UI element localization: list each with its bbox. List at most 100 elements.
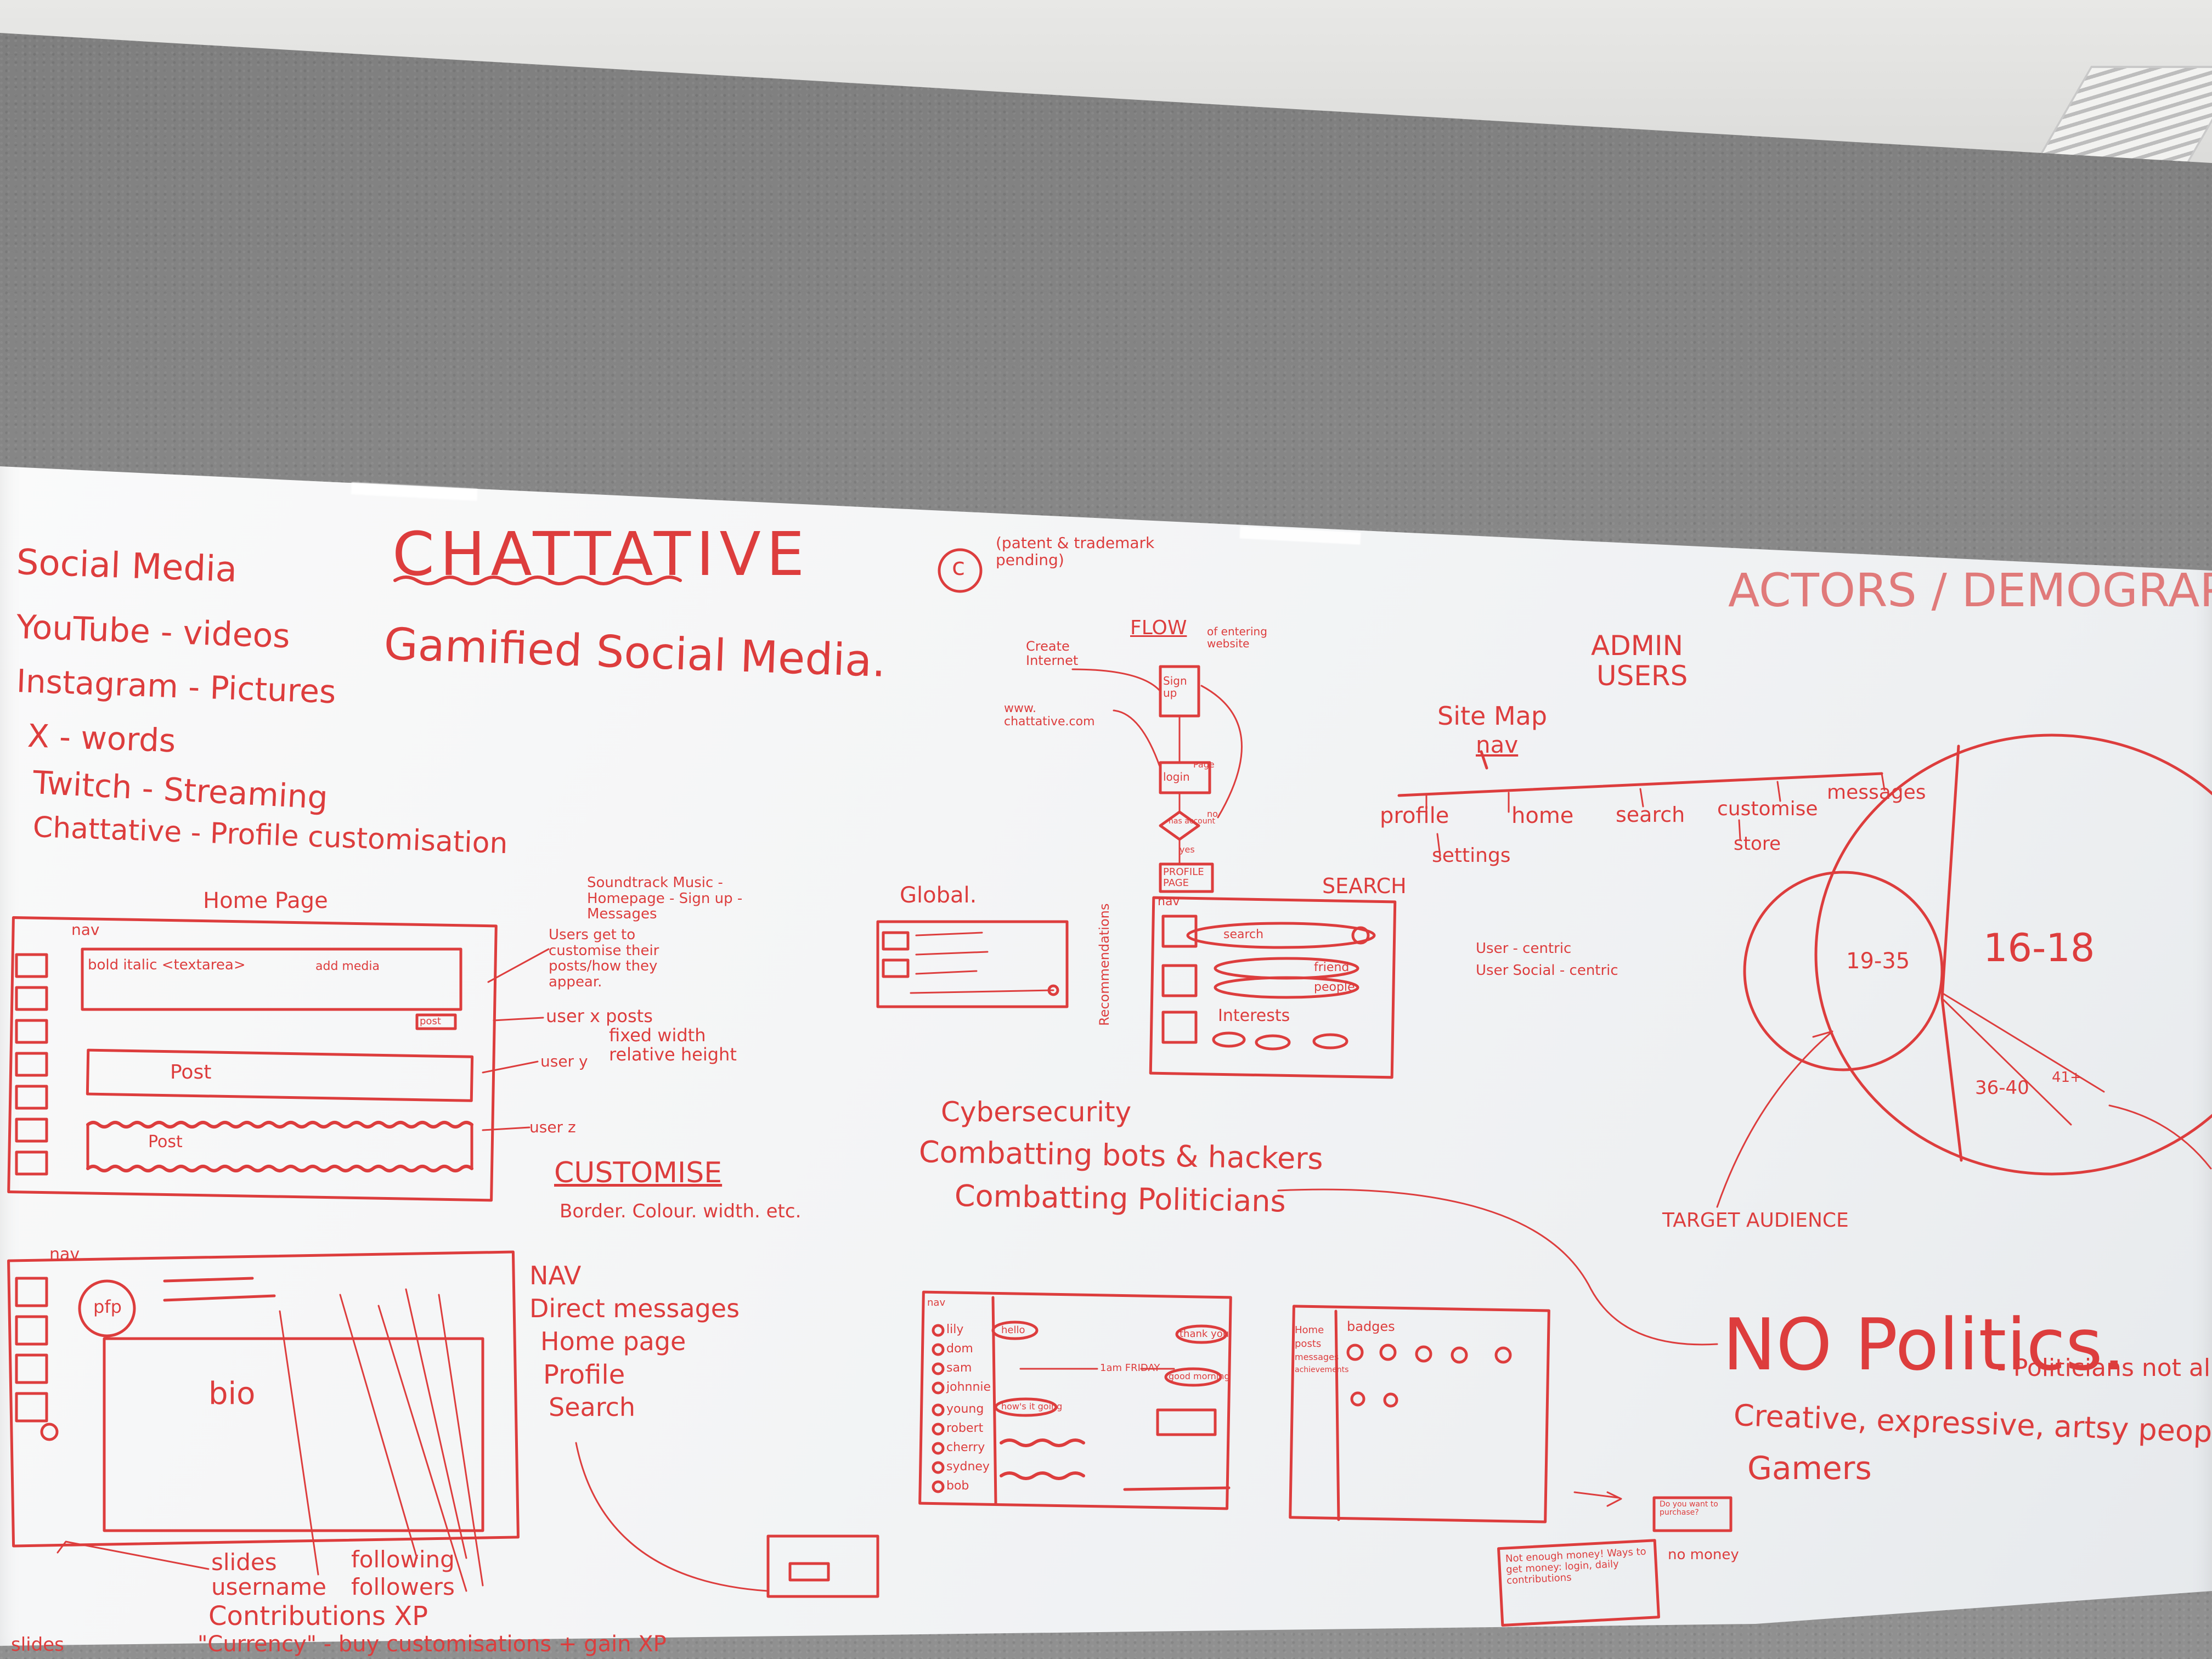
contact-name: sam [946, 1361, 972, 1375]
post-button-label: post [420, 1015, 441, 1027]
admin-label: ADMIN [1591, 630, 1683, 662]
search-nav-label: nav [1158, 895, 1180, 909]
nav-list-heading: NAV [529, 1261, 582, 1290]
contact-name: sydney [946, 1460, 990, 1474]
flow-create-internet: Create Internet [1026, 639, 1079, 669]
message-bubble: thank you [1180, 1328, 1229, 1340]
contact-name: robert [946, 1421, 984, 1435]
flow-yes: yes [1180, 844, 1195, 855]
badges-menu-item: achievements [1295, 1365, 1349, 1374]
no-money-note: no money [1668, 1547, 1739, 1563]
profile-nav-label: nav [49, 1245, 80, 1264]
search-box-label: search [1223, 928, 1264, 941]
politicians-note: - Politicians not all [1997, 1354, 2212, 1382]
sitemap-item: messages [1827, 781, 1926, 804]
customise-posts-note: Users get to customise their posts/how t… [549, 927, 659, 990]
post-label: Post [148, 1132, 183, 1152]
nav-list-item: Home page [540, 1327, 686, 1356]
badges-menu-item: posts [1295, 1338, 1322, 1350]
audience-segment: 36-40 [1975, 1077, 2029, 1099]
sitemap-nav: nav [1476, 731, 1519, 758]
currency-label: "Currency" - buy customisations + gain X… [198, 1632, 667, 1657]
nav-list-item: Profile [543, 1359, 625, 1390]
post-label: Post [170, 1061, 212, 1084]
editor-toolbar-text: bold italic <textarea> [88, 957, 246, 973]
sidebar-boxes [15, 953, 48, 1176]
audience-segment: 41+ [2052, 1069, 2082, 1086]
cybersecurity-line: Combatting Politicians [954, 1178, 1286, 1219]
slides-label: slides [211, 1549, 277, 1576]
global-label: Global. [900, 883, 977, 908]
nav-list-item: Direct messages [529, 1294, 740, 1323]
sitemap-item: customise [1717, 798, 1818, 820]
messages-nav-label: nav [927, 1297, 946, 1308]
trademark-note: (patent & trademark pending) [996, 534, 1155, 569]
interests-label: Interests [1218, 1006, 1290, 1025]
flow-sign-up: Sign up [1163, 674, 1187, 699]
user-social-note: User Social - centric [1476, 962, 1618, 979]
contact-name: young [946, 1402, 984, 1416]
purchase-prompt: Do you want to purchase? [1660, 1500, 1718, 1517]
user-y-note: user y [540, 1052, 588, 1070]
flow-no: no [1207, 809, 1218, 819]
soundtrack-note: Soundtrack Music - Homepage - Sign up - … [587, 874, 743, 923]
contact-name: johnnie [946, 1380, 991, 1394]
badges-menu-item: messages [1295, 1352, 1339, 1362]
brand-title: CHATTATIVE [392, 519, 810, 589]
user-centric-note: User - centric [1476, 940, 1572, 957]
platform-line: X - words [26, 717, 177, 760]
flow-profile-page: PROFILE PAGE [1163, 866, 1204, 889]
cybersecurity-heading: Cybersecurity [941, 1096, 1132, 1128]
pfp-label: pfp [93, 1296, 122, 1317]
flow-page: Page [1193, 759, 1215, 770]
flow-has-account: has account [1169, 817, 1215, 826]
sitemap-settings: settings [1432, 844, 1511, 867]
no-politics-heading: NO Politics. [1723, 1303, 2126, 1386]
contact-name: lily [946, 1323, 964, 1336]
left-slides-label: slides [11, 1634, 64, 1656]
target-audience-label: TARGET AUDIENCE [1662, 1209, 1849, 1232]
contact-name: cherry [946, 1441, 985, 1454]
customise-heading: CUSTOMISE [554, 1156, 723, 1189]
message-bubble: how's it going [1001, 1401, 1063, 1412]
sitemap-item: profile [1380, 803, 1449, 828]
day-separator: 1am FRIDAY [1100, 1362, 1160, 1374]
search-heading: SEARCH [1322, 874, 1407, 898]
message-bubble: hello [1001, 1324, 1025, 1336]
following-label: following [351, 1546, 455, 1573]
flow-note: of entering website [1207, 625, 1267, 650]
recommendations-label: Recommendations [1097, 903, 1112, 1026]
actors-heading: ACTORS / DEMOGRAPHIC [1728, 563, 2212, 617]
user-posts-note: user x posts [546, 1006, 653, 1026]
sitemap-item: search [1616, 803, 1685, 827]
platforms-heading: Social Media [15, 542, 238, 591]
contact-name: bob [946, 1479, 969, 1493]
homepage-label: Home Page [203, 888, 328, 913]
badges-heading: badges [1347, 1319, 1395, 1334]
badges-menu-item: Home [1295, 1324, 1324, 1336]
followers-label: followers [351, 1573, 455, 1600]
contributions-label: Contributions XP [208, 1601, 428, 1632]
user-z-note: user z [529, 1118, 576, 1136]
flow-heading: FLOW [1130, 617, 1187, 639]
users-label: USERS [1596, 660, 1688, 692]
cybersecurity-line: Combatting bots & hackers [918, 1135, 1324, 1176]
username-label: username [211, 1573, 326, 1600]
contact-name: dom [946, 1342, 973, 1356]
message-bubble: good morning [1169, 1371, 1230, 1381]
nav-list-item: Search [549, 1392, 636, 1422]
fixed-width-note: fixed width [609, 1025, 706, 1046]
flow-www: www. chattative.com [1004, 702, 1095, 729]
bio-label: bio [208, 1376, 256, 1412]
customise-line: Border. Colour. width. etc. [560, 1200, 802, 1222]
gamers-note: Gamers [1747, 1449, 1872, 1487]
audience-segment: 16-18 [1983, 926, 2095, 970]
flow-login: login [1163, 770, 1190, 783]
sitemap-item: home [1511, 803, 1574, 828]
friend-label: friend [1314, 961, 1350, 974]
people-label: people [1314, 980, 1355, 994]
homepage-nav-label: nav [71, 921, 100, 939]
add-media-label: add media [315, 960, 380, 973]
sitemap-heading: Site Map [1437, 701, 1548, 731]
